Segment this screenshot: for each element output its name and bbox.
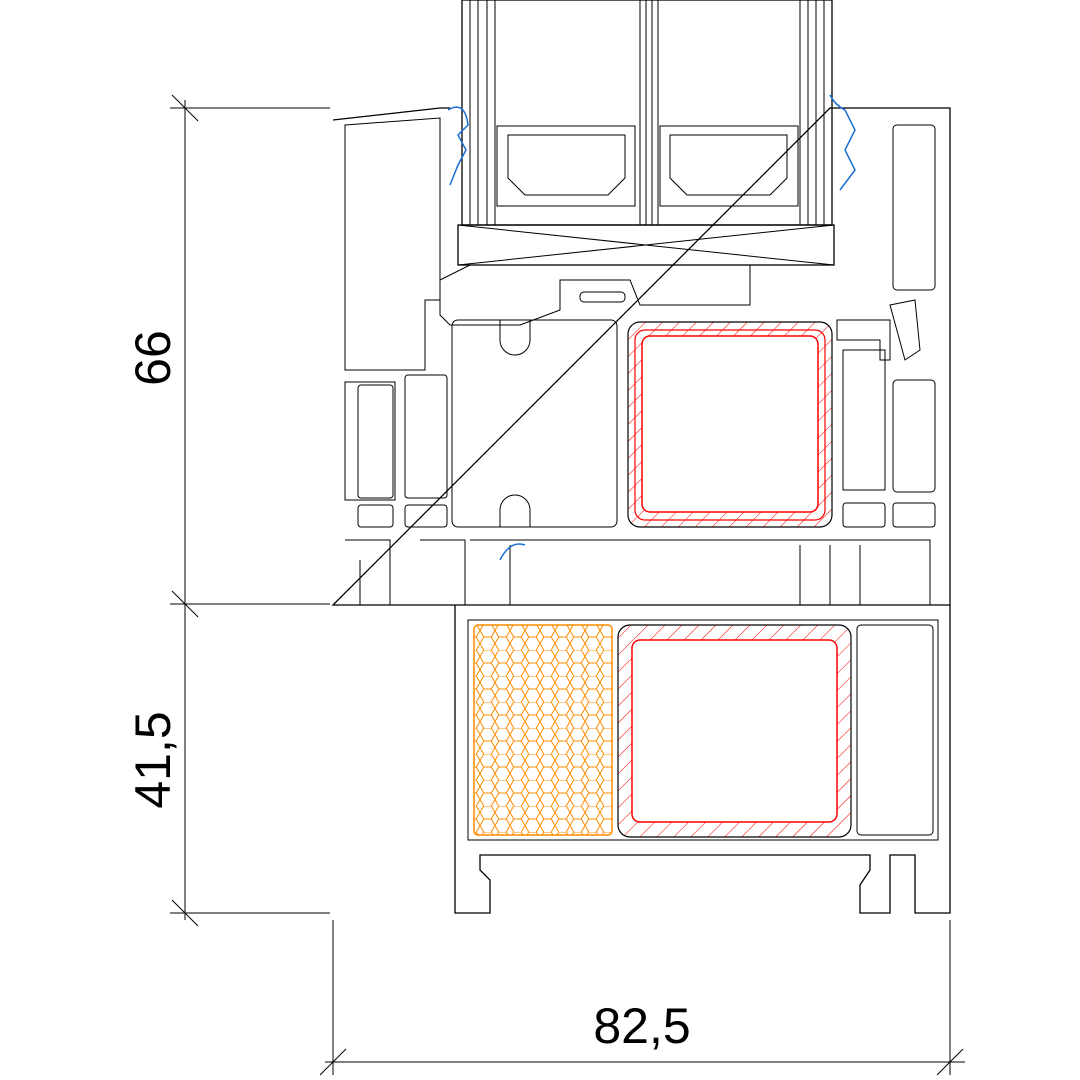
thermal-insulation-insert: [473, 624, 613, 836]
dimension-total-width: 82,5: [593, 998, 690, 1054]
glazing-unit: [457, 0, 835, 266]
dimension-sill-height: 41,5: [125, 711, 181, 808]
dimension-lines: [170, 94, 965, 1076]
gaskets: [447, 94, 856, 561]
steel-reinforcement-upper: [627, 321, 833, 528]
sash-profile: [439, 264, 921, 528]
dimension-frame-height: 66: [125, 330, 181, 386]
sill-profile: [454, 605, 951, 914]
